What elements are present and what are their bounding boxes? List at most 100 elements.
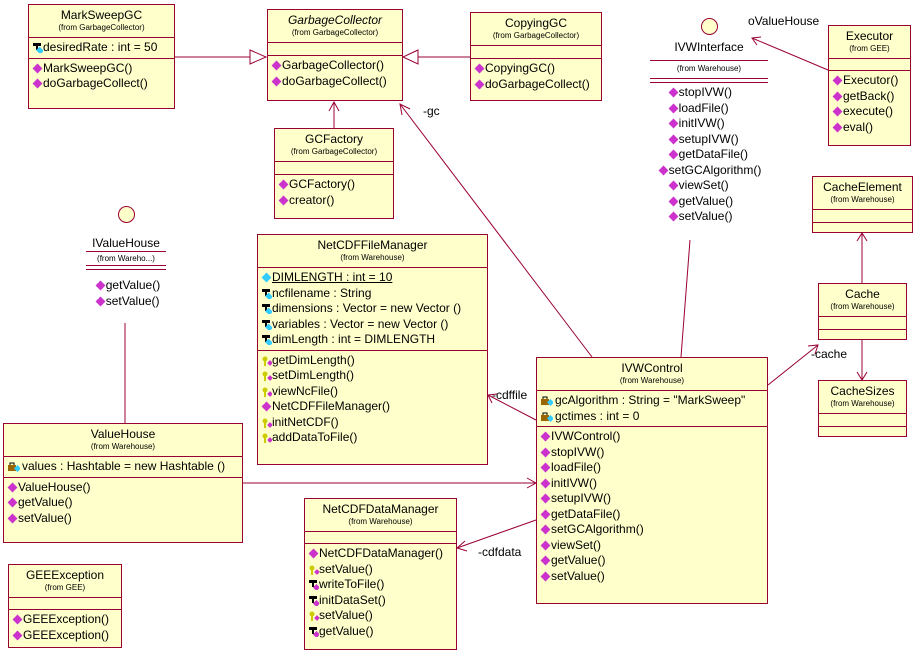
operation-row: getValue() [305, 624, 456, 640]
class-executor[interactable]: Executor(from GEE) Executor() getBack() … [828, 25, 911, 146]
class-cachesizes[interactable]: CacheSizes(from Warehouse) [818, 380, 907, 437]
public-operation-icon [32, 63, 43, 73]
interface-ivwinterface[interactable]: IVWInterface (from Warehouse) stopIVW() … [650, 18, 768, 225]
interface-divider [86, 265, 166, 270]
package-label: (from GEE) [44, 583, 86, 592]
protected-attribute-icon [262, 304, 272, 314]
class-marksweepgc[interactable]: MarkSweepGC(from GarbageCollector) desir… [28, 4, 175, 109]
operation-row: GEEException() [9, 628, 121, 644]
attribute-row: gctimes : int = 0 [537, 409, 767, 425]
class-name: NetCDFDataManager [322, 502, 439, 516]
operation-row: writeToFile() [305, 577, 456, 593]
operation-row: getDataFile() [665, 147, 762, 163]
arrowhead [751, 36, 762, 46]
class-cacheelement[interactable]: CacheElement(from Warehouse) [812, 176, 913, 233]
interface-lollipop-icon [700, 18, 718, 35]
arrowhead [487, 393, 498, 404]
operation-row: loadFile() [665, 101, 762, 117]
attribute-row: gcAlgorithm : String = "MarkSweep" [537, 393, 767, 409]
key-operation-icon [262, 418, 272, 428]
arrowhead [399, 103, 411, 116]
attribute-row: variables : Vector = new Vector () [258, 317, 487, 333]
operation-row: addDataToFile() [258, 430, 487, 446]
package-label: (from GarbageCollector) [290, 147, 378, 156]
package-label: (from GarbageCollector) [58, 23, 145, 32]
key-operation-icon [309, 611, 319, 621]
class-name: GEEException [25, 568, 105, 582]
package-label: (from GarbageCollector) [291, 28, 379, 37]
arrowhead [328, 100, 340, 112]
public-operation-icon [95, 296, 106, 306]
public-operation-icon [261, 401, 272, 412]
operation-row: GCFactory() [275, 177, 393, 193]
class-name: CopyingGC [504, 16, 568, 30]
package-label: (from Warehouse) [619, 376, 685, 385]
class-garbagecollector[interactable]: GarbageCollector(from GarbageCollector) … [267, 9, 403, 101]
public-operation-icon [540, 571, 551, 581]
package-label: (from Warehouse) [348, 517, 413, 526]
operation-row: setGCAlgorithm() [537, 522, 767, 538]
package-label: (from Warehouse) [90, 442, 156, 451]
operation-row: creator() [275, 193, 393, 209]
public-operation-icon [32, 78, 43, 89]
operation-row: initNetCDF() [258, 415, 487, 431]
public-operation-icon [7, 513, 18, 523]
public-operation-icon [658, 165, 669, 175]
operation-row: initDataSet() [305, 593, 456, 609]
class-netcdfdatamanager[interactable]: NetCDFDataManager(from Warehouse) NetCDF… [304, 498, 457, 650]
public-operation-icon [540, 555, 551, 566]
operation-row: initIVW() [537, 476, 767, 492]
interface-ivaluehouse[interactable]: IValueHouse (from Wareho...) getValue() … [86, 206, 166, 309]
operation-row: getValue() [92, 278, 160, 294]
private-attribute-icon [541, 396, 553, 406]
class-netcdffilemanager[interactable]: NetCDFFileManager(from Warehouse) DIMLEN… [257, 234, 488, 465]
protected-attribute-icon [262, 319, 272, 330]
operation-row: setupIVW() [537, 491, 767, 507]
operation-row: NetCDFDataManager() [305, 546, 456, 562]
class-name: ValueHouse [90, 427, 156, 441]
protected-operation-icon [309, 580, 319, 590]
attribute-row: values : Hashtable = new Hashtable () [4, 459, 242, 475]
operation-row: setDimLength() [258, 368, 487, 384]
operation-row: NetCDFFileManager() [258, 399, 487, 415]
class-name: GarbageCollector [287, 13, 383, 27]
package-label: (from Warehouse) [676, 64, 742, 73]
operation-row: viewNcFile() [258, 384, 487, 400]
public-operation-icon [668, 211, 679, 222]
class-name: GCFactory [304, 132, 363, 146]
public-operation-icon [668, 118, 679, 129]
operation-row: getBack() [829, 89, 910, 105]
operation-row: setValue() [305, 608, 456, 624]
operation-row: setValue() [4, 511, 242, 527]
class-valuehouse[interactable]: ValueHouse(from Warehouse) values : Hash… [3, 423, 243, 543]
public-operation-icon [540, 462, 551, 473]
attribute-row: dimensions : Vector = new Vector () [258, 301, 487, 317]
class-gcfactory[interactable]: GCFactory(from GarbageCollector) GCFacto… [274, 128, 394, 219]
public-operation-icon [540, 478, 551, 488]
operation-row: setValue() [537, 569, 767, 585]
key-operation-icon [262, 387, 272, 397]
public-operation-icon [7, 497, 18, 508]
operation-row: getDataFile() [537, 507, 767, 523]
operation-row: MarkSweepGC() [29, 61, 174, 77]
association-cdffile [487, 394, 537, 421]
public-operation-icon [12, 614, 23, 625]
operation-row: setValue() [665, 209, 762, 225]
public-operation-icon [540, 509, 551, 519]
operation-row: setValue() [305, 562, 456, 578]
class-geeexception[interactable]: GEEException(from GEE) GEEException() GE… [8, 564, 122, 648]
operation-row: Executor() [829, 73, 910, 89]
role-label-gc: -gc [423, 104, 440, 118]
public-operation-icon [540, 493, 551, 504]
private-attribute-icon [8, 462, 20, 472]
class-copyinggc[interactable]: CopyingGC(from GarbageCollector) Copying… [470, 12, 602, 101]
public-operation-icon [668, 87, 679, 98]
class-ivwcontrol[interactable]: IVWControl(from Warehouse) gcAlgorithm :… [536, 357, 768, 604]
public-operation-icon [668, 180, 679, 191]
operation-row: setGCAlgorithm() [655, 163, 761, 179]
class-cache[interactable]: Cache(from Warehouse) [818, 283, 907, 340]
arrowhead [856, 232, 868, 242]
generalization-arrowhead [249, 49, 268, 65]
package-label: (from GEE) [849, 44, 890, 53]
